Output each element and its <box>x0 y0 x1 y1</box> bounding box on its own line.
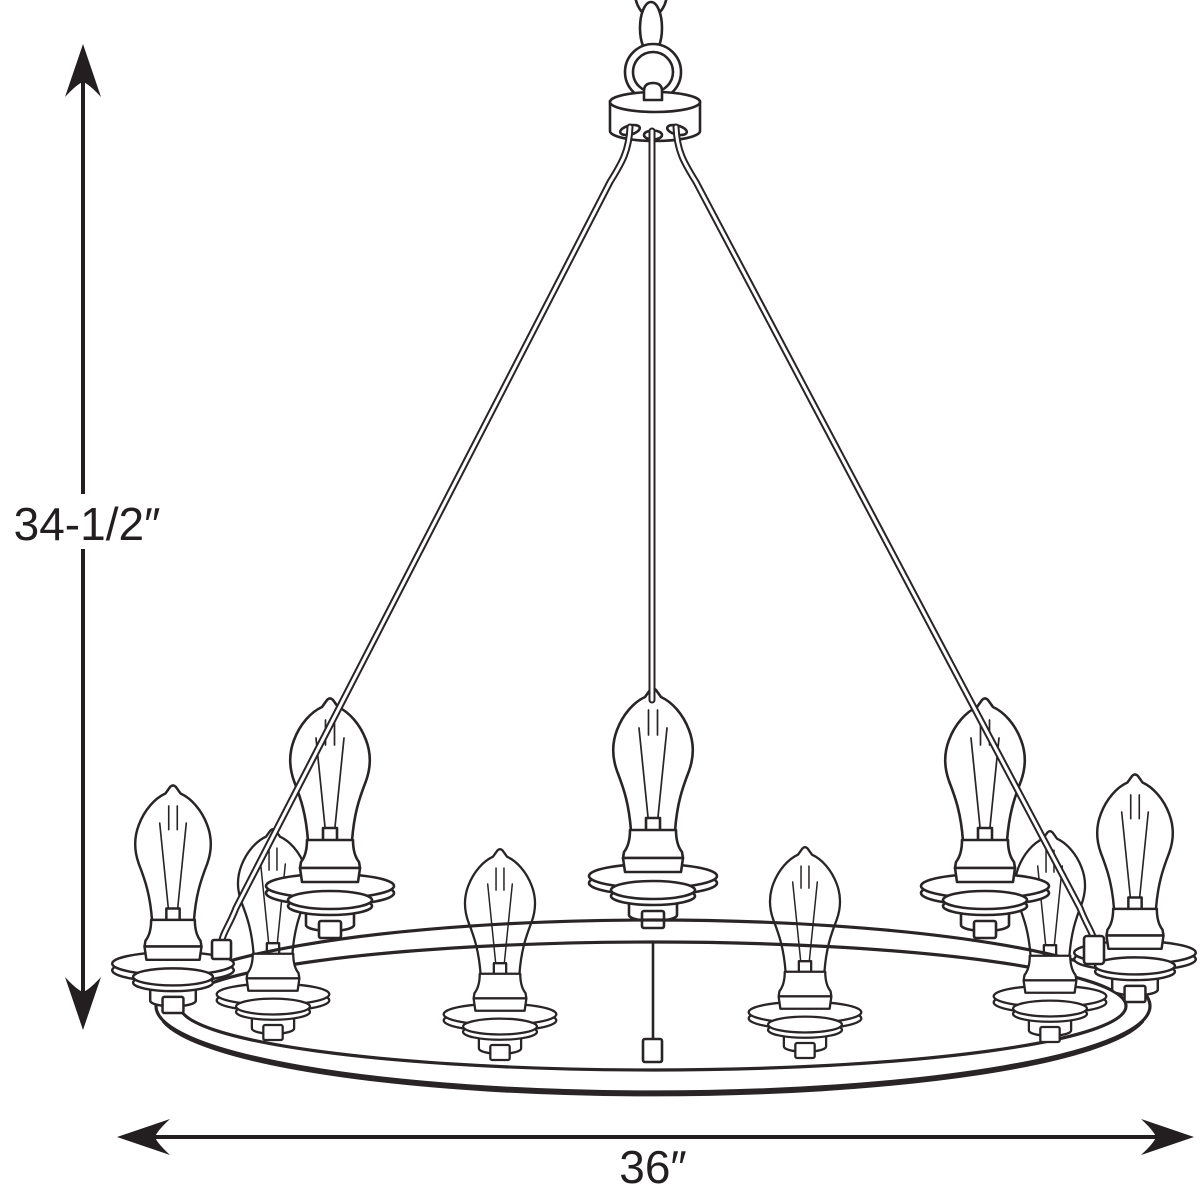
arrow-up-icon <box>65 44 101 97</box>
ring-outer-edge <box>154 918 1152 1094</box>
height-dimension-label: 34-1/2″ <box>14 498 161 550</box>
ring-front-bottom-edge <box>161 1019 1145 1097</box>
center-stem-block <box>641 1037 664 1064</box>
edison-bulb-front-center-right <box>749 847 862 1058</box>
width-dimension: 36″ <box>117 1119 1194 1193</box>
suspension-rods <box>218 123 1098 1064</box>
edison-bulb-socket-front-left <box>215 952 331 1042</box>
edison-bulb-far-right <box>1074 774 1196 1002</box>
edison-bulb-back-center <box>589 689 717 929</box>
edison-bulb-front-center-left <box>444 849 557 1060</box>
chain-and-canopy <box>608 0 702 143</box>
rod-terminal-right <box>1082 934 1106 966</box>
height-dimension: 34-1/2″ <box>14 44 161 1030</box>
arrow-down-icon <box>65 977 101 1030</box>
chandelier-drawing <box>112 0 1196 1097</box>
width-dimension-label: 36″ <box>619 1141 686 1193</box>
edison-bulb-far-left <box>112 785 234 1013</box>
loop-knob <box>642 81 664 102</box>
arrow-right-icon <box>1141 1119 1194 1155</box>
arrow-left-icon <box>117 1119 170 1155</box>
rod-terminal-left <box>210 938 233 961</box>
